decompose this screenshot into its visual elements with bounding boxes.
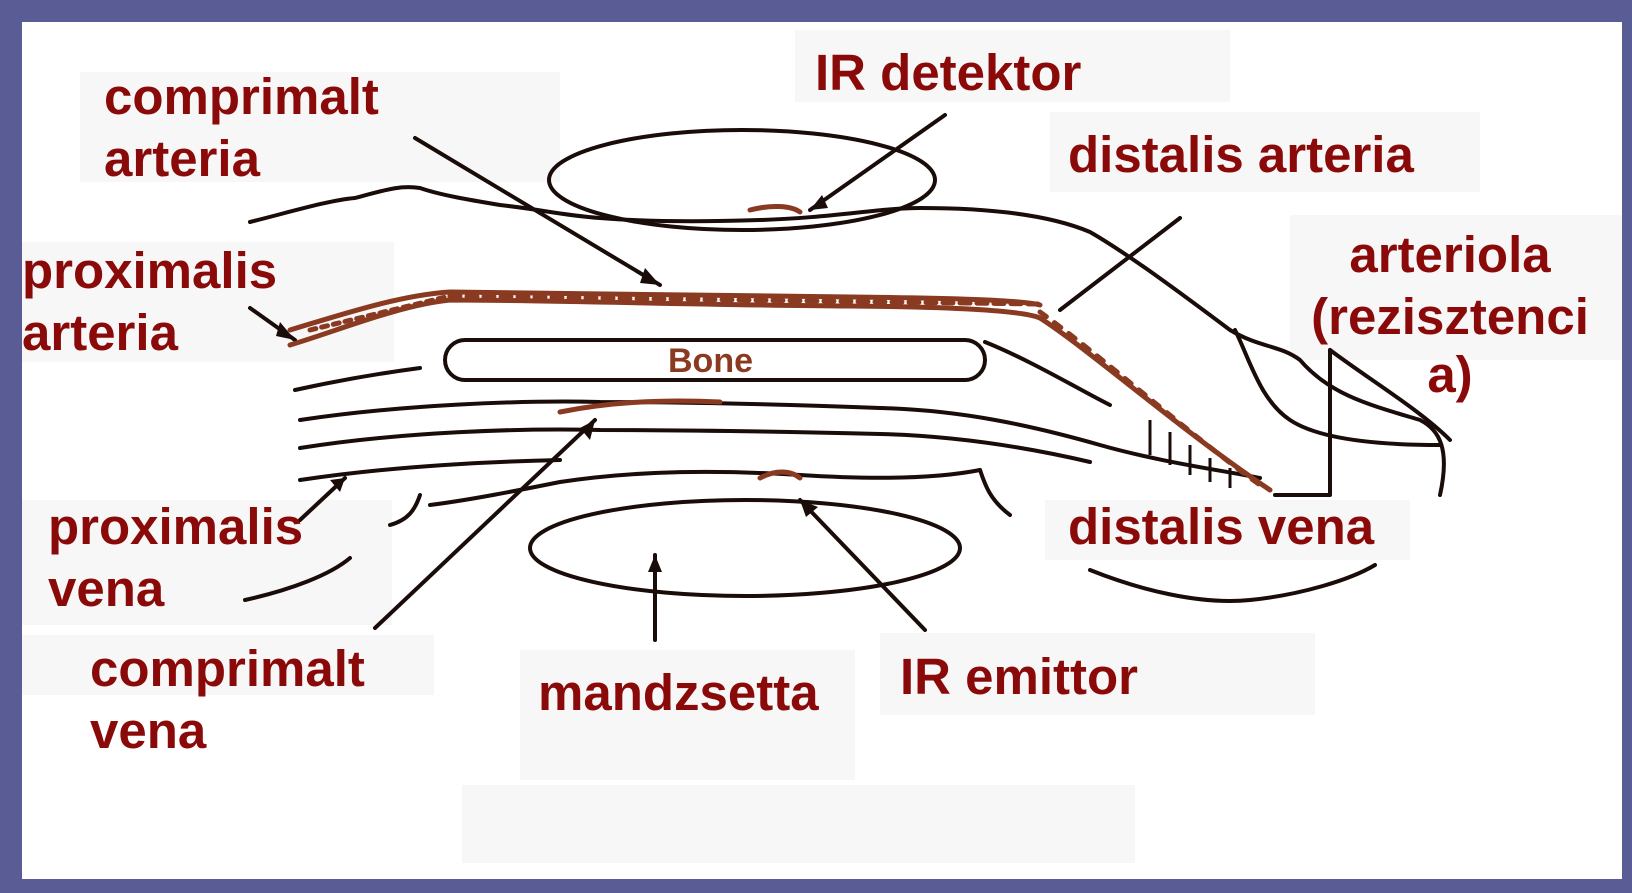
label-mandzsetta: mandzsetta bbox=[538, 662, 819, 724]
pointer-comprimalt-arteria bbox=[415, 138, 660, 285]
label-ir-detektor: IR detektor bbox=[815, 42, 1081, 104]
ir-detector-ellipse bbox=[549, 130, 935, 230]
bone-label: Bone bbox=[668, 342, 753, 380]
label-comprimalt-vena: comprimalt vena bbox=[90, 638, 365, 762]
artery-band bbox=[290, 300, 1270, 490]
label-proximalis-arteria: proximalis arteria bbox=[22, 240, 277, 364]
label-proximalis-vena: proximalis vena bbox=[48, 496, 303, 620]
label-ir-emittor: IR emittor bbox=[900, 646, 1138, 708]
label-distalis-vena: distalis vena bbox=[1068, 496, 1374, 558]
label-arteriola: arteriola (rezisztenci a) bbox=[1300, 224, 1600, 406]
pointer-ir-emittor bbox=[800, 500, 925, 630]
pointer-distalis-arteria bbox=[1060, 218, 1180, 310]
vein-line bbox=[295, 368, 420, 390]
vein-line bbox=[300, 460, 560, 480]
vein-line bbox=[300, 430, 1090, 462]
label-comprimalt-arteria: comprimalt arteria bbox=[104, 66, 379, 190]
skin-outline-bottom bbox=[1090, 565, 1375, 601]
label-distalis-arteria: distalis arteria bbox=[1068, 124, 1414, 186]
cuff-ellipse bbox=[530, 500, 960, 596]
